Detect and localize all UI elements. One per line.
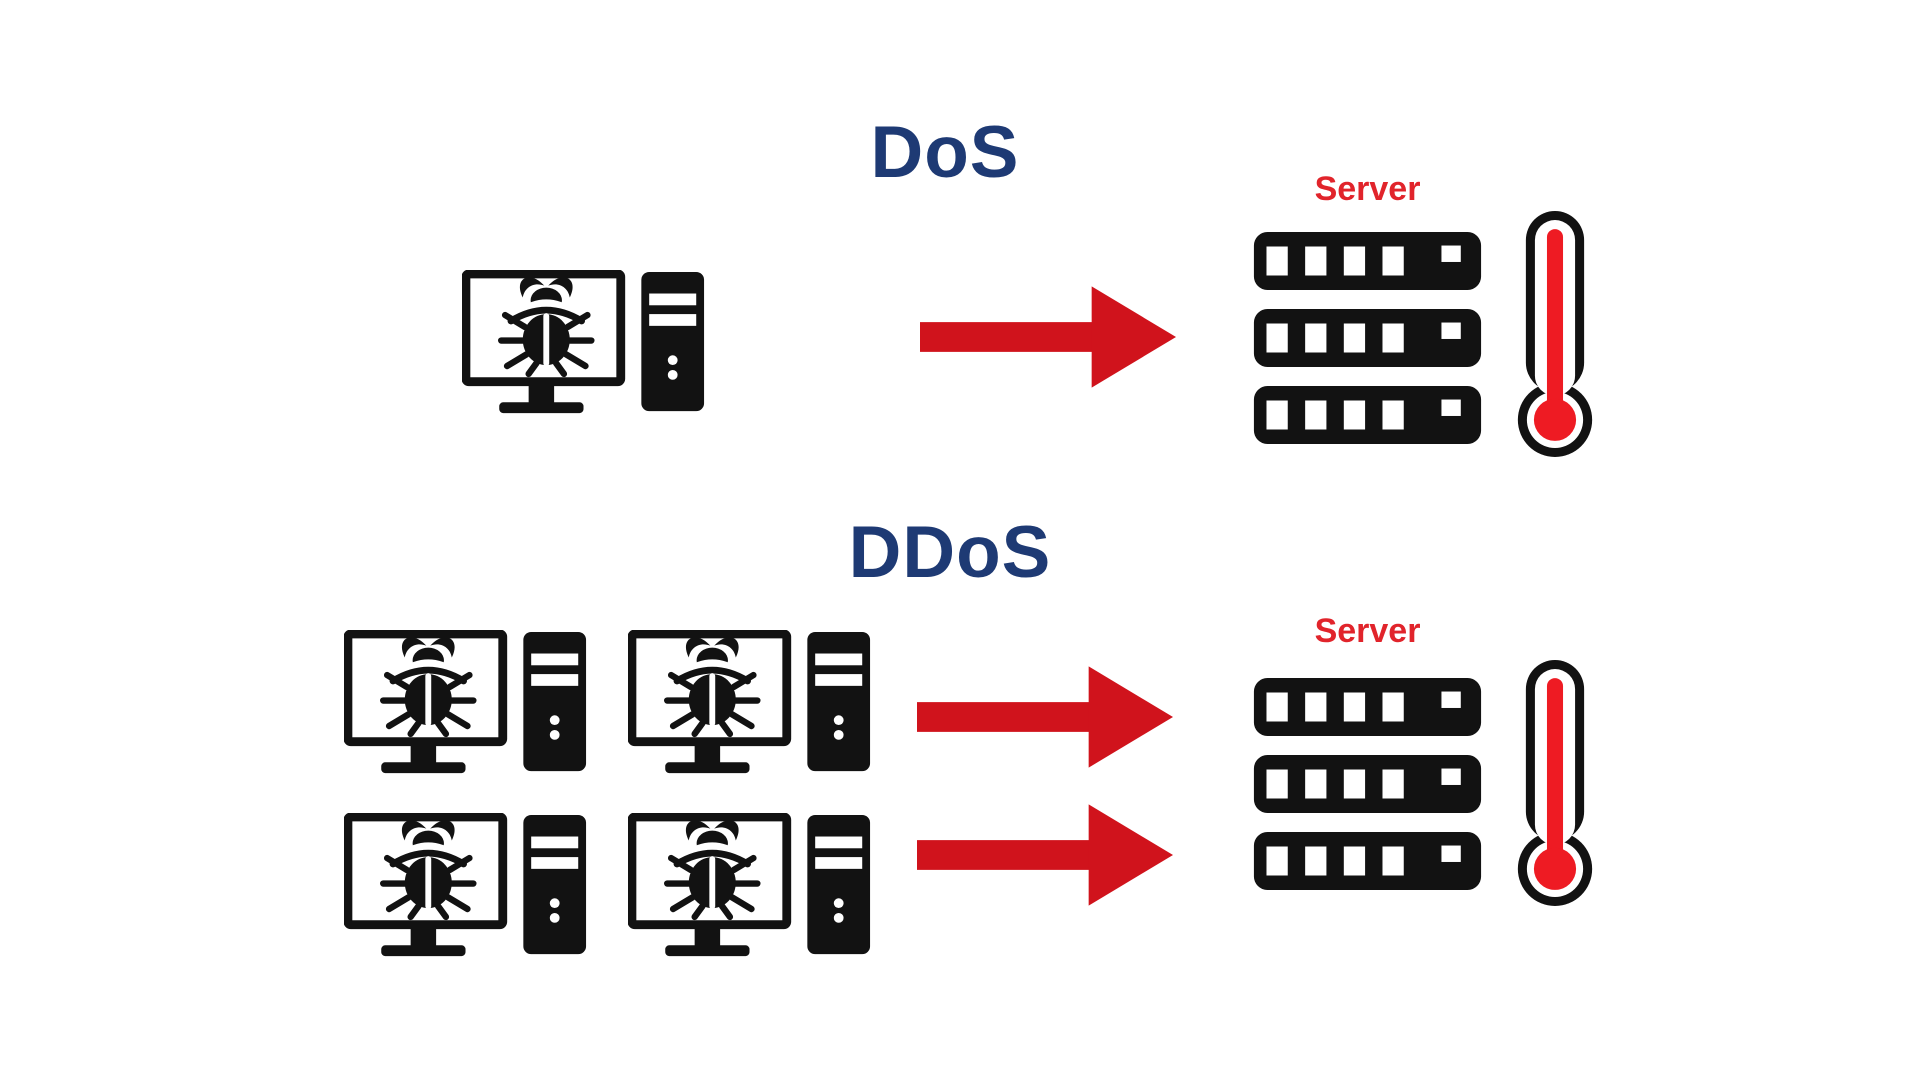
attack-arrow-icon	[920, 284, 1178, 390]
server-row	[1250, 755, 1485, 813]
server-rack-icon	[1250, 678, 1485, 890]
infected-computer-icon	[628, 813, 873, 960]
server-label: Server	[1314, 612, 1421, 650]
attack-arrow-icon	[917, 802, 1175, 908]
infected-computer-icon	[628, 630, 873, 777]
server-row	[1250, 678, 1485, 736]
thermometer-hot-icon	[1514, 660, 1596, 906]
server-rack-icon	[1250, 232, 1485, 444]
attack-arrow-icon	[917, 664, 1175, 770]
ddos-title: DDoS	[848, 512, 1052, 593]
server-label: Server	[1314, 170, 1421, 208]
infected-computer-icon	[462, 270, 707, 417]
server-row	[1250, 232, 1485, 290]
server-row	[1250, 386, 1485, 444]
infected-computer-icon	[344, 630, 589, 777]
infected-computer-icon	[344, 813, 589, 960]
server-row	[1250, 309, 1485, 367]
server-row	[1250, 832, 1485, 890]
dos-title: DoS	[870, 112, 1020, 193]
thermometer-hot-icon	[1514, 211, 1596, 457]
